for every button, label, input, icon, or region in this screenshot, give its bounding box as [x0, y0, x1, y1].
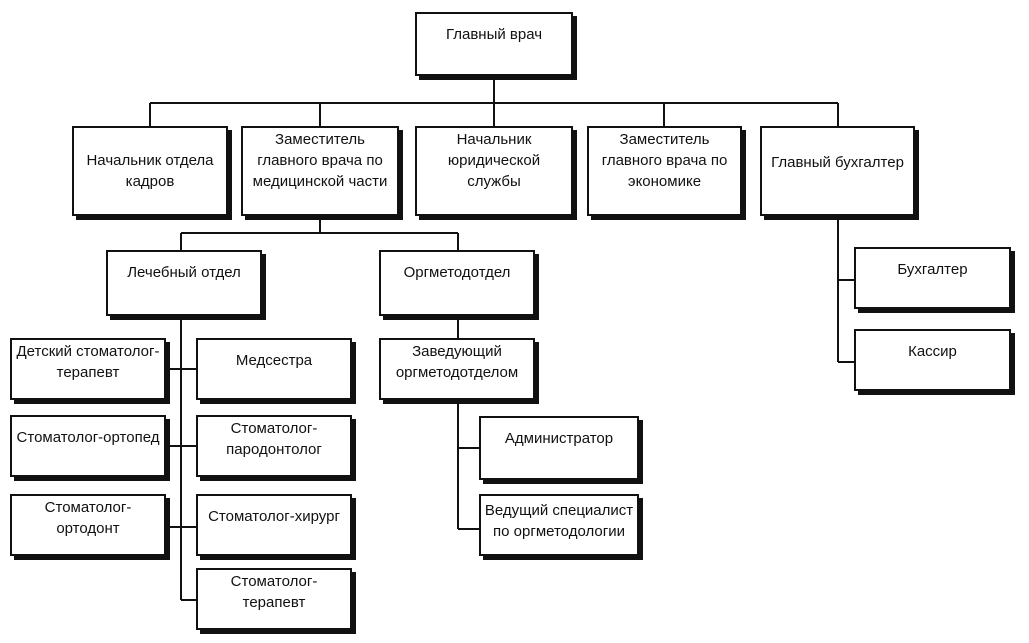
node-treatment-dept-label: Лечебный отдел — [127, 264, 241, 281]
node-lead-specialist: Ведущий специалист по оргметодологии — [479, 494, 639, 556]
node-treatment-dept: Лечебный отдел — [106, 250, 262, 316]
node-orthodontist: Стоматолог- ортодонт — [10, 494, 166, 556]
node-pediatric-dentist: Детский стоматолог- терапевт — [10, 338, 166, 400]
node-orthodontist-label: Стоматолог- ортодонт — [44, 499, 132, 537]
node-accountant: Бухгалтер — [854, 247, 1011, 309]
node-deputy-economics-label: Заместитель главного врача по экономике — [601, 131, 728, 190]
node-therapist: Стоматолог- терапевт — [196, 568, 352, 630]
node-hr-head: Начальник отдела кадров — [72, 126, 228, 216]
node-administrator: Администратор — [479, 416, 639, 480]
node-hr-head-label: Начальник отдела кадров — [86, 152, 214, 190]
node-accountant-label: Бухгалтер — [897, 261, 968, 278]
node-deputy-medical-label: Заместитель главного врача по медицинско… — [252, 131, 388, 190]
node-cashier: Кассир — [854, 329, 1011, 391]
node-chief-accountant-label: Главный бухгалтер — [771, 154, 904, 171]
node-orgmethod-dept: Оргметодотдел — [379, 250, 535, 316]
node-periodontist: Стоматолог- пародонтолог — [196, 415, 352, 477]
node-chief: Главный врач — [415, 12, 573, 76]
node-periodontist-label: Стоматолог- пародонтолог — [226, 420, 322, 458]
node-therapist-label: Стоматолог- терапевт — [230, 573, 318, 611]
node-pediatric-dentist-label: Детский стоматолог- терапевт — [16, 343, 160, 381]
node-lead-specialist-label: Ведущий специалист по оргметодологии — [484, 502, 634, 540]
node-legal-head: Начальник юридической службы — [415, 126, 573, 216]
node-orthopedist: Стоматолог-ортопед — [10, 415, 166, 477]
node-orgmethod-head-label: Заведующий оргметодотделом — [395, 343, 519, 381]
node-orgmethod-head: Заведующий оргметодотделом — [379, 338, 535, 400]
node-deputy-economics: Заместитель главного врача по экономике — [587, 126, 742, 216]
node-orgmethod-dept-label: Оргметодотдел — [403, 264, 511, 281]
node-administrator-label: Администратор — [504, 430, 614, 447]
node-orthopedist-label: Стоматолог-ортопед — [16, 429, 160, 446]
node-legal-head-label: Начальник юридической службы — [447, 131, 541, 190]
node-surgeon: Стоматолог-хирург — [196, 494, 352, 556]
node-chief-accountant: Главный бухгалтер — [760, 126, 915, 216]
node-deputy-medical: Заместитель главного врача по медицинско… — [241, 126, 399, 216]
node-surgeon-label: Стоматолог-хирург — [208, 508, 340, 525]
node-chief-label: Главный врач — [445, 26, 543, 43]
node-cashier-label: Кассир — [908, 343, 957, 360]
node-nurse-label: Медсестра — [235, 352, 313, 369]
node-nurse: Медсестра — [196, 338, 352, 400]
